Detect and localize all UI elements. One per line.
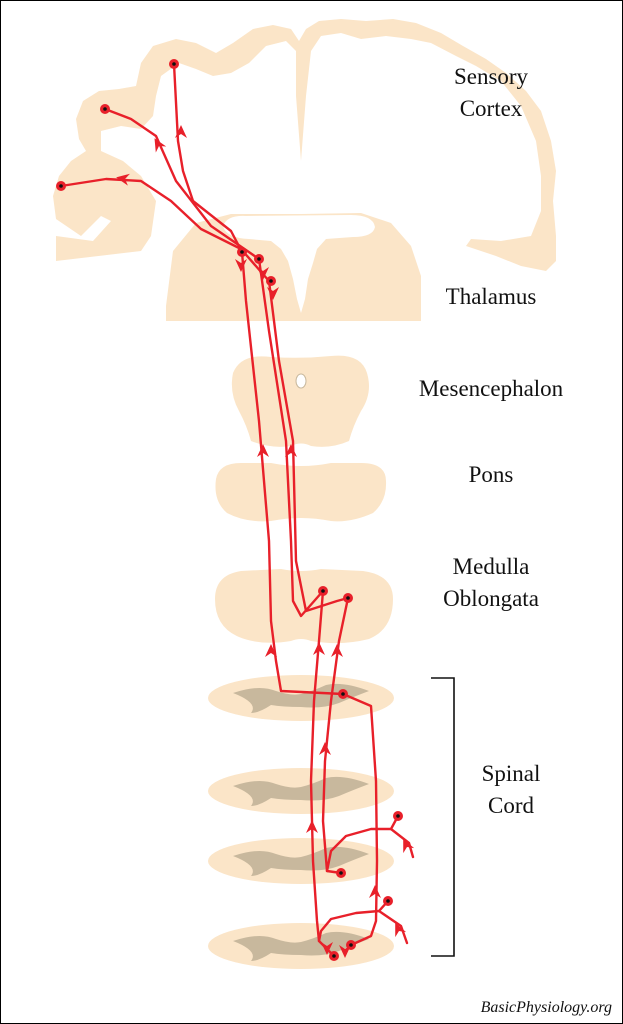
neuron-cell-bodies bbox=[56, 59, 403, 961]
spinal-cord-sections bbox=[208, 675, 394, 969]
thalamus-label: Thalamus bbox=[445, 284, 537, 309]
sensory-cortex-label: Sensory Cortex bbox=[426, 61, 556, 125]
spinal-cord-bracket bbox=[431, 677, 455, 957]
medulla-label-line2: Oblongata bbox=[443, 586, 539, 611]
sensory-cortex-label-line1: Sensory bbox=[453, 64, 529, 89]
medulla-oblongata-label: Medulla Oblongata bbox=[411, 551, 571, 615]
mesencephalon-section bbox=[231, 355, 369, 447]
credit-text: BasicPhysiology.org bbox=[480, 999, 612, 1016]
spinal-cord-label-line2: Cord bbox=[488, 793, 534, 818]
pons-label: Pons bbox=[468, 462, 514, 487]
mesencephalon-label: Mesencephalon bbox=[418, 376, 564, 401]
sensory-cortex-label-line2: Cortex bbox=[459, 96, 523, 121]
spinal-cord-label-line1: Spinal bbox=[481, 761, 541, 786]
spinal-cord-label: Spinal Cord bbox=[446, 758, 576, 822]
pons-section bbox=[215, 463, 387, 522]
medulla-label-line1: Medulla bbox=[452, 554, 530, 579]
